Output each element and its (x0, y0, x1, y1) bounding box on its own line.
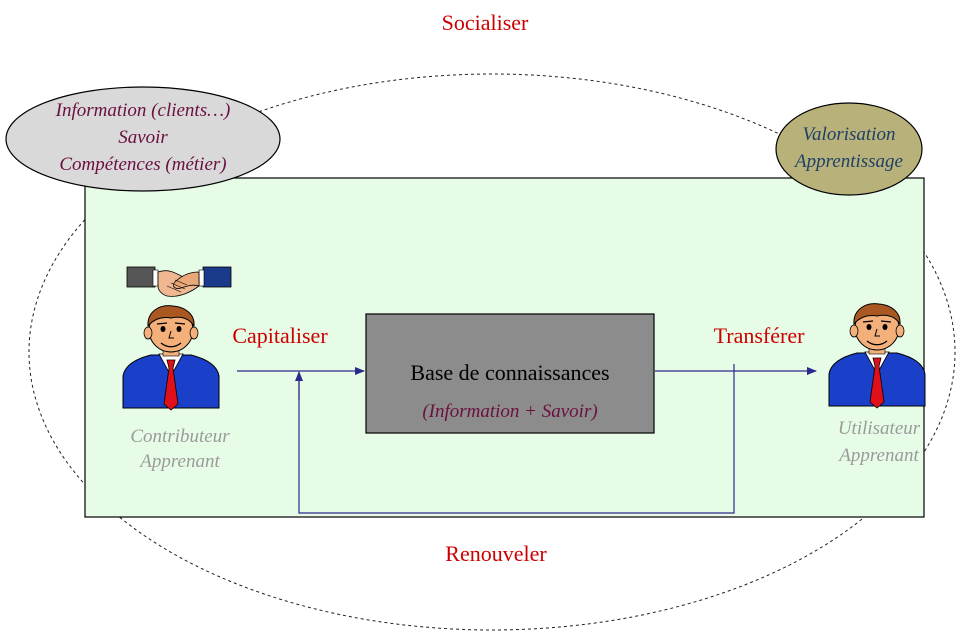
socialiser-label: Socialiser (442, 10, 529, 35)
outcome-bubble (775, 102, 923, 196)
outcome-line-apprentissage: Apprentissage (793, 151, 903, 172)
cycle-ellipse (28, 73, 956, 631)
knowledge-base-box (365, 313, 655, 434)
handshake-icon (126, 266, 232, 297)
user-line1: Utilisateur (838, 418, 921, 439)
sources-line-information: Information (clients…) (55, 100, 231, 121)
knowledge-base-subtitle: (Information + Savoir) (422, 401, 597, 422)
businessman-icon (828, 303, 926, 409)
sources-bubble (5, 86, 281, 192)
businessman-icon (122, 305, 220, 411)
capitaliser-label: Capitaliser (232, 323, 328, 348)
contributor-line1: Contributeur (130, 426, 230, 447)
sources-line-savoir: Savoir (118, 127, 168, 148)
renewal-feedback-loop (298, 364, 735, 514)
contributor-line2: Apprenant (138, 451, 220, 472)
user-line2: Apprenant (837, 445, 919, 466)
knowledge-base-title: Base de connaissances (410, 360, 609, 385)
sources-line-competences: Compétences (métier) (59, 154, 226, 175)
outcome-line-valorisation: Valorisation (803, 124, 896, 145)
transferer-label: Transférer (714, 323, 805, 348)
renouveler-label: Renouveler (445, 541, 547, 566)
